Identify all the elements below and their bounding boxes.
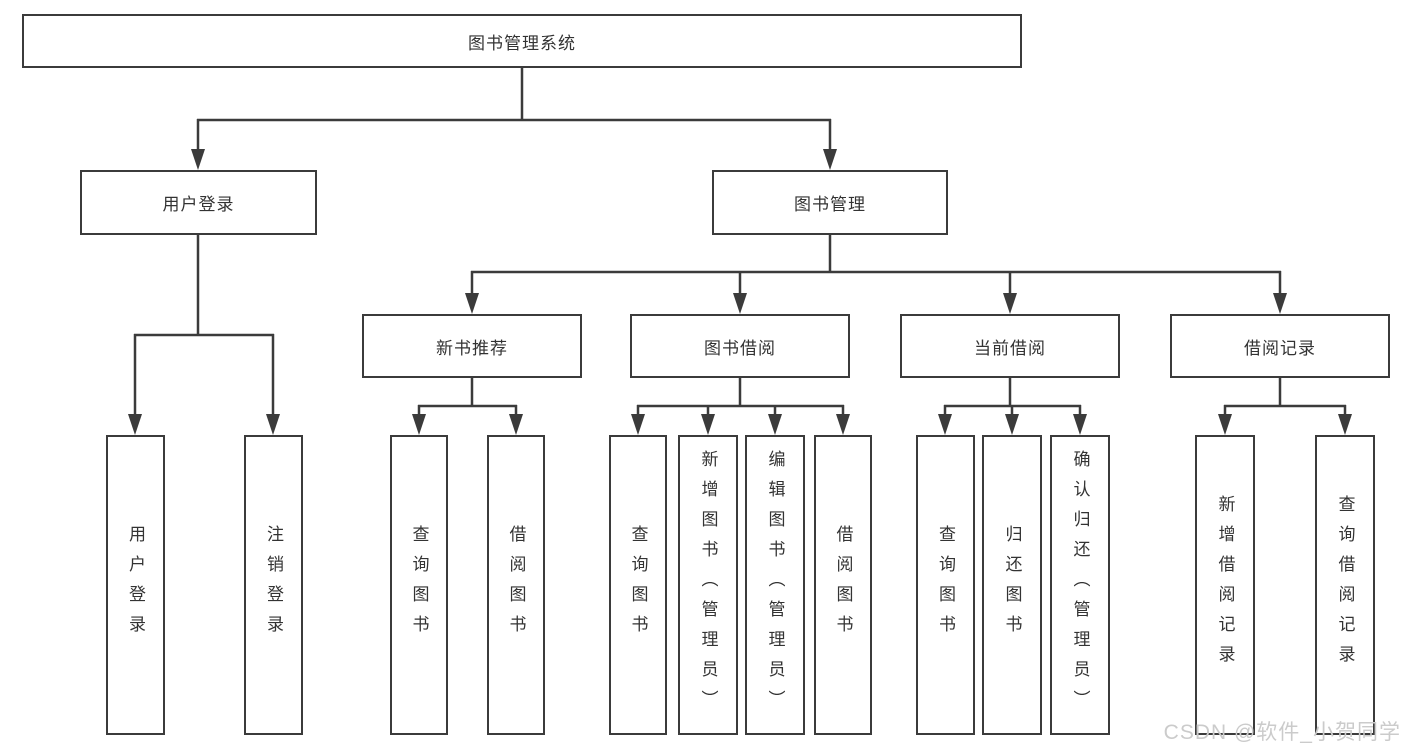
leaf-query-books-current: 查询图书 xyxy=(916,435,975,735)
node-book-borrowing: 图书借阅 xyxy=(630,314,850,378)
leaf-add-book-admin: 新增图书（管理员） xyxy=(678,435,738,735)
csdn-watermark: CSDN @软件_小贺同学 xyxy=(1163,721,1401,744)
leaf-edit-book-admin: 编辑图书（管理员） xyxy=(745,435,805,735)
leaf-logout: 注销登录 xyxy=(244,435,303,735)
leaf-return-books: 归还图书 xyxy=(982,435,1042,735)
leaf-user-login: 用户登录 xyxy=(106,435,165,735)
leaf-add-borrow-record: 新增借阅记录 xyxy=(1195,435,1255,735)
node-user-login: 用户登录 xyxy=(80,170,317,235)
node-current-borrowing: 当前借阅 xyxy=(900,314,1120,378)
leaf-borrow-books-recommend: 借阅图书 xyxy=(487,435,545,735)
leaf-query-borrow-record: 查询借阅记录 xyxy=(1315,435,1375,735)
node-borrow-records: 借阅记录 xyxy=(1170,314,1390,378)
leaf-confirm-return-admin: 确认归还（管理员） xyxy=(1050,435,1110,735)
leaf-borrow-books: 借阅图书 xyxy=(814,435,872,735)
leaf-query-books-recommend: 查询图书 xyxy=(390,435,448,735)
connector-path xyxy=(133,68,1347,420)
node-book-management: 图书管理 xyxy=(712,170,948,235)
node-root: 图书管理系统 xyxy=(22,14,1022,68)
node-new-book-recommend: 新书推荐 xyxy=(362,314,582,378)
leaf-query-books-borrow: 查询图书 xyxy=(609,435,667,735)
